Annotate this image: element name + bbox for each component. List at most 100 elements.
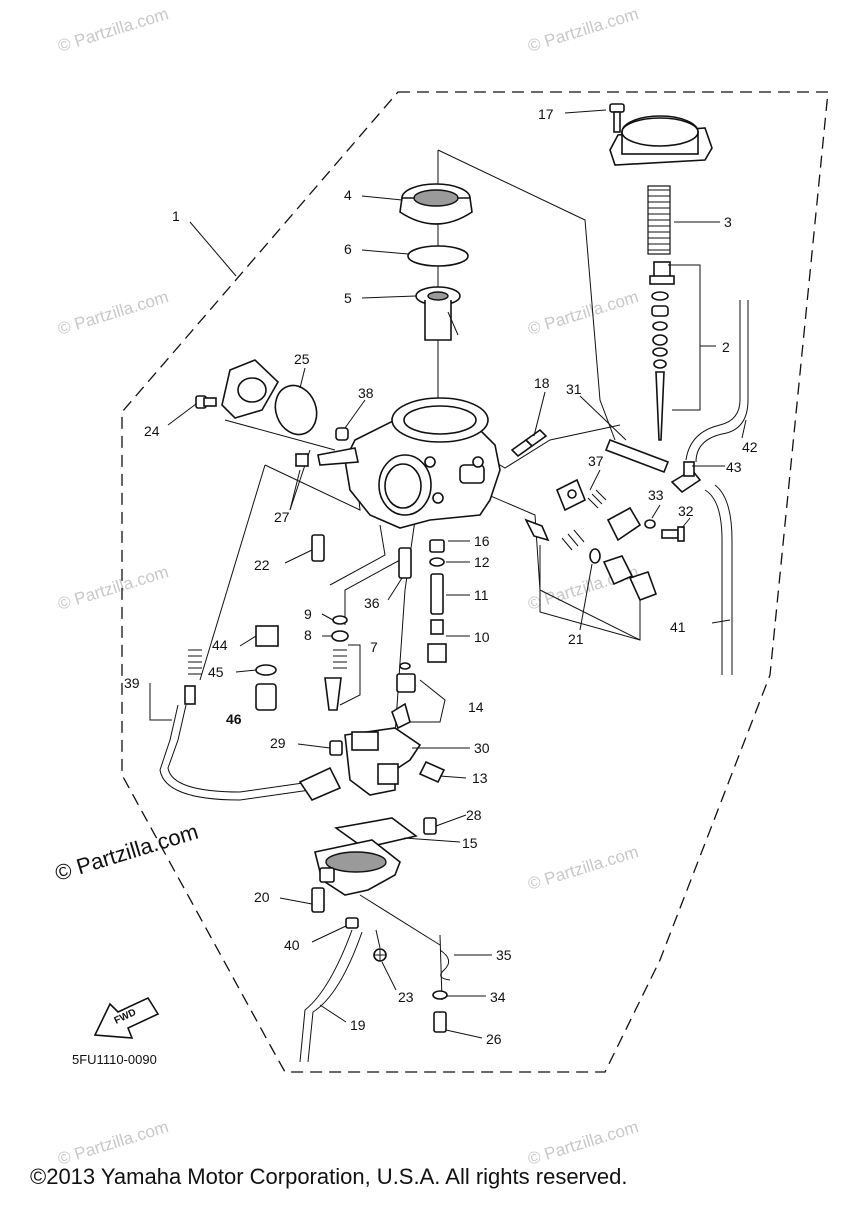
callout-7: 7 [370,639,378,655]
callout-23: 23 [398,989,414,1005]
callout-6: 6 [344,241,352,257]
callout-16: 16 [474,533,490,549]
carburetor-body [317,397,501,529]
part-2-needle-set [649,261,701,441]
part-45-washer [255,664,277,676]
callout-35: 35 [496,947,512,963]
callout-12: 12 [474,554,490,570]
callout-39: 39 [124,675,140,691]
part-17-screw [609,103,625,133]
watermark: © Partzilla.com [526,287,641,339]
part-11-needle-jet [430,573,444,615]
watermark: © Partzilla.com [526,1117,641,1169]
part-6-o-ring [407,245,469,267]
callout-1: 1 [172,208,180,224]
part-37-choke [555,478,642,542]
part-32-screw [661,526,685,542]
watermark: © Partzilla.com [56,1117,171,1169]
part-40-clamp [345,917,359,929]
callout-42: 42 [742,439,758,455]
callout-5: 5 [344,290,352,306]
assembly-boundary [121,91,829,1073]
callout-20: 20 [254,889,270,905]
callout-4: 4 [344,187,352,203]
callout-43: 43 [726,459,742,475]
part-39-throttle-cable [149,649,342,801]
part-20-screw [311,887,325,913]
part-float-bowl [314,839,401,896]
fwd-arrow-icon: FWD [93,996,160,1039]
part-16-jet [429,539,445,553]
part-46-plug [255,683,277,711]
callout-15: 15 [462,835,478,851]
watermark: © Partzilla.com [526,4,641,56]
part-31-rod [604,438,670,474]
copyright-notice: ©2013 Yamaha Motor Corporation, U.S.A. A… [30,1164,628,1189]
callout-34: 34 [490,989,506,1005]
part-14-needle-valve [391,662,446,730]
part-10-main-jet [430,619,444,635]
callout-3: 3 [724,214,732,230]
part-29-screw [329,740,343,756]
watermark-layer: © Partzilla.com © Partzilla.com © Partzi… [56,4,641,1169]
part-7-pilot-screw [324,644,361,711]
callout-18: 18 [534,375,550,391]
callout-46: 46 [226,711,242,727]
callout-9: 9 [304,606,312,622]
callout-41: 41 [670,619,686,635]
callout-32: 32 [678,503,694,519]
part-5-piston-valve [415,286,461,341]
callout-28: 28 [466,807,482,823]
callout-33: 33 [648,487,664,503]
part-27-nut [295,453,309,467]
callout-17: 17 [538,106,554,122]
part-9-o-ring [332,615,348,625]
callout-10: 10 [474,629,490,645]
callout-44: 44 [212,637,228,653]
part-4-diaphragm [399,183,473,225]
part-22-nozzle [311,534,325,562]
callout-30: 30 [474,740,490,756]
callout-37: 37 [588,453,604,469]
part-34-washer [432,990,448,1000]
callout-21: 21 [568,631,584,647]
callout-45: 45 [208,664,224,680]
callout-26: 26 [486,1031,502,1047]
watermark: © Partzilla.com [56,4,171,56]
callout-24: 24 [144,423,160,439]
part-8-washer [331,630,349,642]
part-44-holder [255,625,279,647]
part-36-nozzle [398,547,412,579]
part-25-gasket [274,384,318,436]
part-3-spring [647,185,671,255]
part-18-jet [510,428,548,458]
watermark: © Partzilla.com [56,562,171,614]
part-21-pilot-screw-set [524,518,658,641]
part-26-screw [433,1011,447,1033]
part-13-pin [418,760,446,784]
watermark: © Partzilla.com [526,842,641,894]
part-19-drain-hose [299,929,363,1063]
callout-36: 36 [364,595,380,611]
diagram-code: 5FU1110-0090 [72,1052,157,1067]
callout-13: 13 [472,770,488,786]
part-plate [221,359,280,419]
part-33-washer [644,519,656,529]
callout-11: 11 [474,587,489,603]
part-24-bolt [195,395,217,409]
callout-14: 14 [468,699,484,715]
callout-29: 29 [270,735,286,751]
part-23-screw [373,929,387,962]
part-43-tee [670,461,702,494]
part-41-hose [704,484,733,675]
leader-lines [167,109,747,1039]
part-28-screw [423,817,437,835]
callout-19: 19 [350,1017,366,1033]
callout-27: 27 [274,509,290,525]
part-42-hose [685,300,749,463]
part-top-cover [609,115,713,166]
callout-2: 2 [722,339,730,355]
part-35-clip [439,949,451,981]
